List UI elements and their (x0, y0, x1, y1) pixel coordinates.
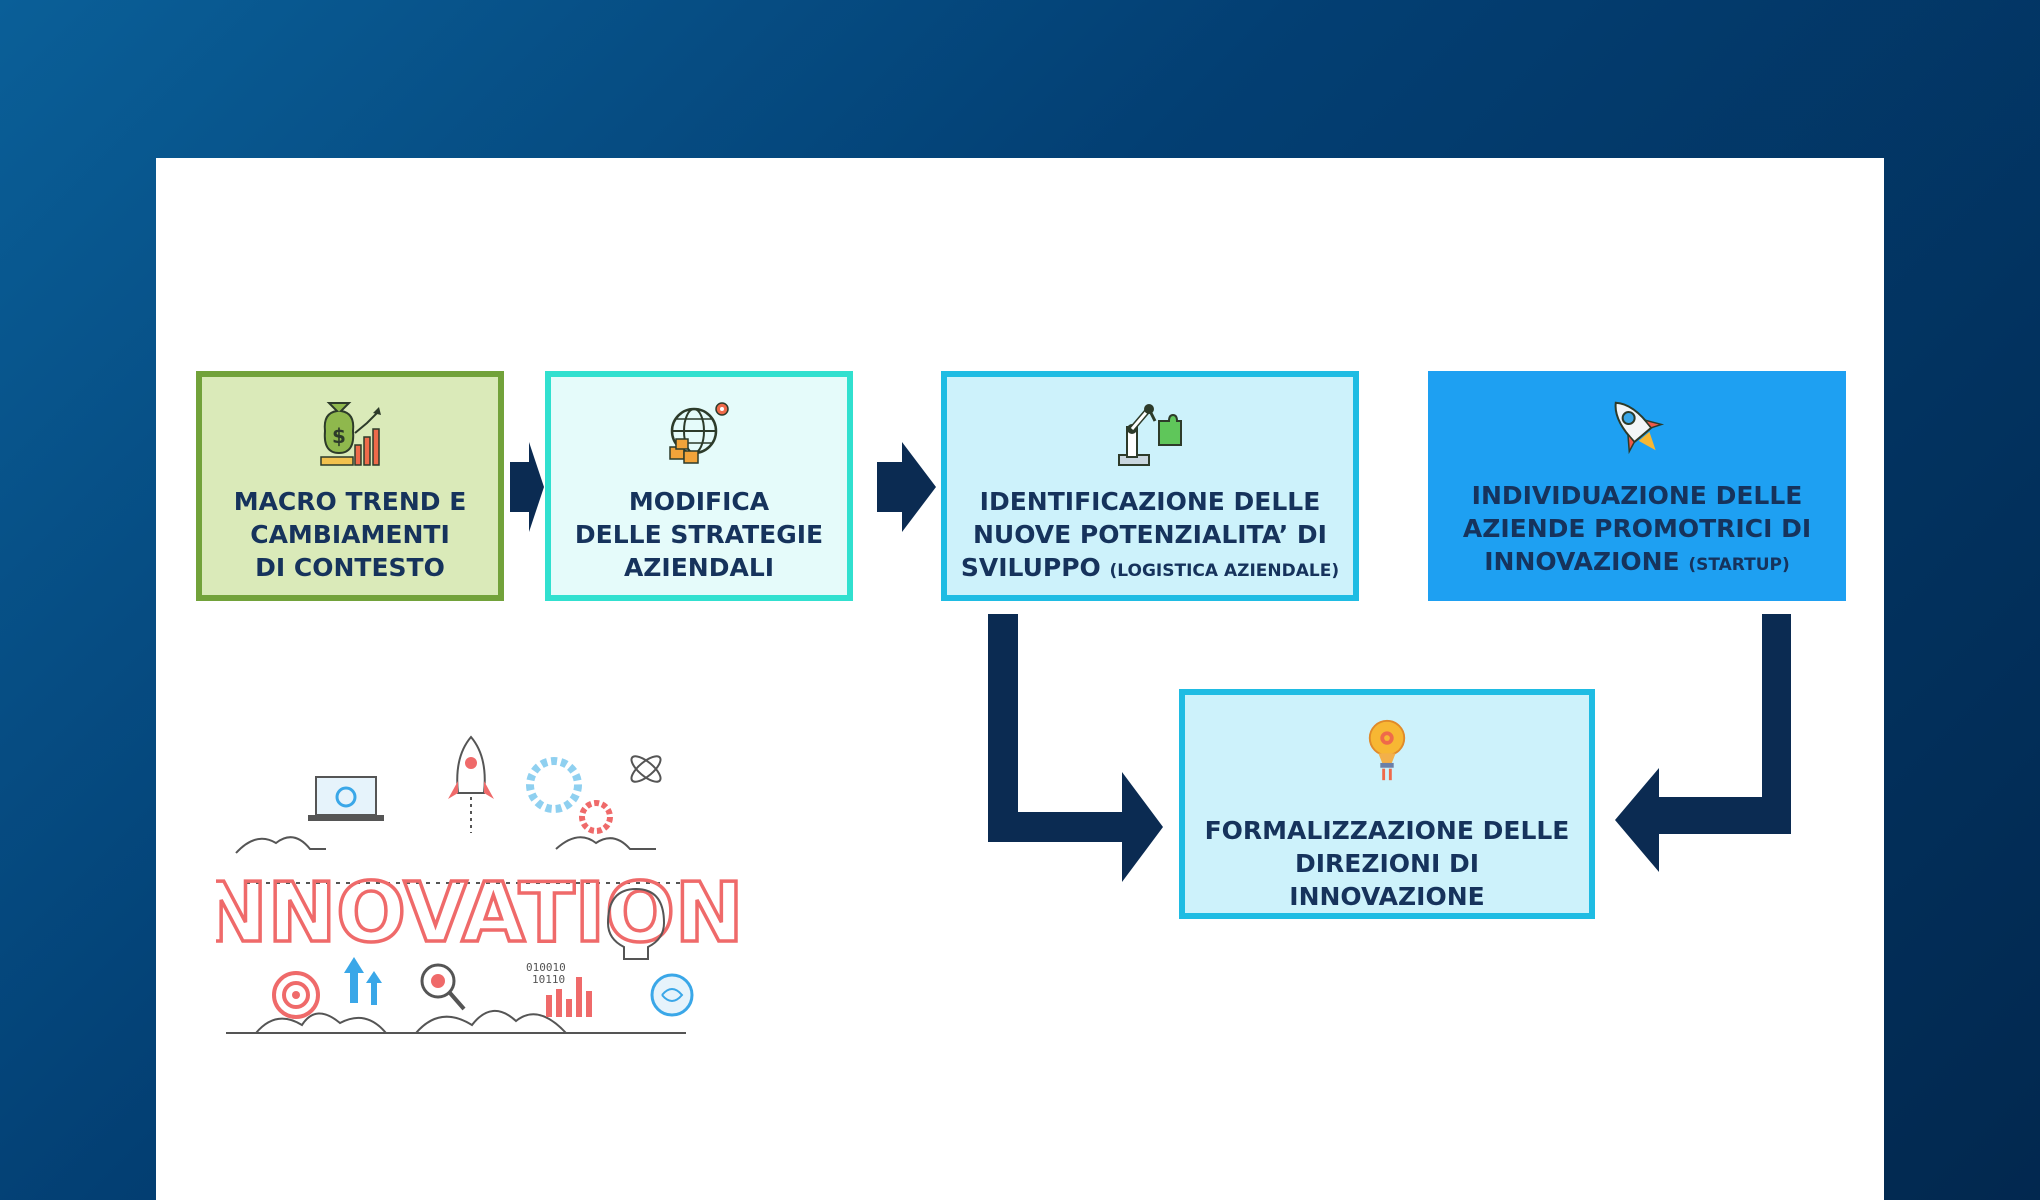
innovation-illustration: INNOVATION 010010 10110 (216, 735, 745, 1034)
rocket-icon (1614, 401, 1665, 455)
money-bag-growth-icon: $ (320, 402, 381, 466)
globe-boxes-icon (669, 402, 729, 464)
ident-label: IDENTIFICAZIONE DELLE NUOVE POTENZIALITA… (949, 485, 1351, 588)
formal-line-2: DIREZIONI DI INNOVAZIONE (1289, 849, 1485, 911)
ident-line-3: SVILUPPO (LOGISTICA AZIENDALE) (961, 551, 1339, 588)
arrow-ident-to-formal (988, 614, 1163, 882)
formal-line-1: FORMALIZZAZIONE DELLE (1204, 816, 1570, 845)
target-icon (272, 971, 320, 1019)
idea-balloon-icon (1368, 719, 1406, 781)
bar-chart-icon (546, 977, 592, 1017)
robot-arm-puzzle-icon (1118, 404, 1182, 466)
modifica-line-2: DELLE STRATEGIE (574, 520, 824, 549)
laptop-icon (308, 776, 384, 821)
box-modifica-strategie: MODIFICA DELLE STRATEGIE AZIENDALI (545, 371, 853, 601)
box-formalizzazione: FORMALIZZAZIONE DELLE DIREZIONI DI INNOV… (1179, 689, 1595, 919)
binary-line-2: 10110 (532, 973, 565, 986)
arrow-indiv-to-formal (1615, 614, 1791, 872)
indiv-label: INDIVIDUAZIONE DELLE AZIENDE PROMOTRICI … (1451, 479, 1823, 582)
ident-line-3-text: SVILUPPO (960, 553, 1101, 582)
lightbulb-icon (606, 887, 666, 960)
connector-arrows (510, 442, 1791, 882)
indiv-note: (STARTUP) (1688, 555, 1790, 575)
ident-line-1: IDENTIFICAZIONE DELLE (979, 487, 1321, 516)
macro-line-3: DI CONTESTO (255, 553, 445, 582)
formal-label: FORMALIZZAZIONE DELLE DIREZIONI DI INNOV… (1185, 814, 1589, 913)
arrow-macro-to-modifica (510, 442, 544, 532)
diagram-card: $ MACRO TREND E CAMBIAMENTI DI CONTESTO (156, 158, 1884, 1200)
indiv-line-3: INNOVAZIONE (STARTUP) (1463, 545, 1811, 582)
binary-line-1: 010010 (526, 961, 566, 974)
modifica-label: MODIFICA DELLE STRATEGIE AZIENDALI (563, 485, 835, 584)
box-macro-trend: $ MACRO TREND E CAMBIAMENTI DI CONTESTO (196, 371, 504, 601)
atom-icon (630, 755, 662, 783)
ident-line-2: NUOVE POTENZIALITA’ DI (972, 520, 1327, 549)
arrows-up-icon (344, 957, 382, 1005)
box-identificazione: IDENTIFICAZIONE DELLE NUOVE POTENZIALITA… (941, 371, 1359, 601)
svg-text:$: $ (332, 424, 346, 448)
brain-icon (650, 973, 694, 1017)
macro-label: MACRO TREND E CAMBIAMENTI DI CONTESTO (222, 485, 479, 584)
gears-icon (526, 757, 613, 834)
arrow-modifica-to-ident (877, 442, 936, 532)
modifica-line-3: AZIENDALI (623, 553, 775, 582)
magnifier-icon (420, 963, 466, 1011)
indiv-line-2: AZIENDE PROMOTRICI DI (1462, 514, 1812, 543)
modifica-line-1: MODIFICA (628, 487, 770, 516)
indiv-line-1: INDIVIDUAZIONE DELLE (1471, 481, 1803, 510)
ident-note: (LOGISTICA AZIENDALE) (1109, 561, 1340, 581)
macro-line-1: MACRO TREND E (233, 487, 467, 516)
rocket-small-icon (448, 735, 494, 833)
innovation-word: INNOVATION (216, 866, 744, 961)
box-individuazione: INDIVIDUAZIONE DELLE AZIENDE PROMOTRICI … (1428, 371, 1846, 601)
indiv-line-3-text: INNOVAZIONE (1484, 547, 1680, 576)
macro-line-2: CAMBIAMENTI (250, 520, 450, 549)
